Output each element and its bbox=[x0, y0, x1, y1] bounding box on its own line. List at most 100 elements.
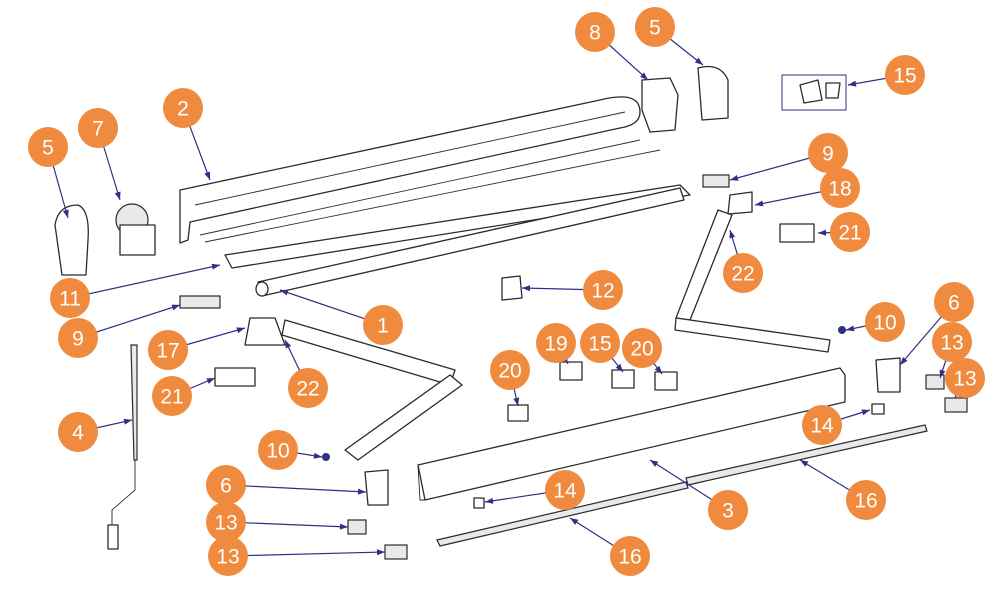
callout-number: 15 bbox=[893, 65, 916, 88]
part-20-right bbox=[654, 371, 678, 391]
part-arm-left-lower bbox=[344, 374, 463, 461]
callout-number: 6 bbox=[948, 292, 960, 315]
leader-line bbox=[227, 551, 386, 557]
arrowhead-icon bbox=[615, 363, 623, 372]
part-6-right bbox=[875, 357, 901, 393]
part-21-right bbox=[779, 223, 815, 243]
part-12 bbox=[501, 275, 523, 301]
callout-number: 13 bbox=[953, 368, 976, 391]
part-arm-right-lower bbox=[674, 317, 831, 353]
callout-4: 4 bbox=[58, 412, 133, 452]
callout-number: 16 bbox=[618, 546, 641, 569]
part-end-cap-left bbox=[54, 204, 89, 276]
arrowhead-icon bbox=[848, 80, 857, 87]
callout-badge bbox=[723, 253, 763, 293]
callout-badge bbox=[708, 490, 748, 530]
callout-13: 13 bbox=[945, 358, 985, 399]
callout-number: 1 bbox=[377, 315, 389, 338]
part-18 bbox=[727, 191, 753, 215]
callout-badge bbox=[580, 323, 620, 363]
part-15-pieces bbox=[799, 79, 841, 104]
callout-number: 8 bbox=[589, 22, 601, 45]
callout-number: 12 bbox=[591, 280, 614, 303]
callout-22: 22 bbox=[284, 339, 328, 408]
callout-18: 18 bbox=[754, 168, 860, 208]
part-17 bbox=[244, 317, 286, 346]
callout-badge bbox=[575, 12, 615, 52]
callout-9: 9 bbox=[58, 304, 181, 358]
part-13-d bbox=[944, 397, 968, 413]
callout-5: 5 bbox=[28, 127, 69, 219]
callout-number: 2 bbox=[177, 98, 189, 121]
callout-number: 9 bbox=[822, 143, 834, 166]
callout-badge bbox=[490, 350, 530, 390]
arrowhead-icon bbox=[939, 369, 946, 378]
arrowhead-icon bbox=[171, 304, 180, 311]
part-arm-right-upper bbox=[675, 209, 733, 321]
callout-badge bbox=[865, 302, 905, 342]
callout-badge bbox=[58, 412, 98, 452]
part-10-left bbox=[322, 453, 330, 461]
callout-7: 7 bbox=[78, 108, 121, 201]
callout-badge bbox=[363, 305, 403, 345]
callout-16: 16 bbox=[799, 459, 886, 520]
callout-20: 20 bbox=[622, 328, 663, 375]
callout-1: 1 bbox=[279, 289, 403, 345]
callout-number: 20 bbox=[630, 338, 653, 361]
callout-badge bbox=[583, 270, 623, 310]
callout-number: 6 bbox=[220, 475, 232, 498]
part-end-cap-right bbox=[697, 65, 729, 121]
callout-2: 2 bbox=[163, 88, 211, 181]
callout-9: 9 bbox=[729, 133, 848, 181]
callout-badge bbox=[148, 330, 188, 370]
callout-number: 10 bbox=[873, 312, 896, 335]
callout-number: 10 bbox=[266, 440, 289, 463]
callout-8: 8 bbox=[575, 12, 649, 81]
arrowhead-icon bbox=[570, 518, 579, 525]
callout-badge bbox=[152, 376, 192, 416]
callout-number: 5 bbox=[42, 137, 54, 160]
callout-badge bbox=[50, 278, 90, 318]
arrowhead-icon bbox=[376, 549, 385, 556]
callout-3: 3 bbox=[649, 459, 748, 530]
arrowhead-icon bbox=[755, 200, 764, 207]
arrowhead-icon bbox=[818, 229, 827, 236]
leader-line bbox=[225, 484, 367, 493]
callout-badge bbox=[934, 282, 974, 322]
part-21-left bbox=[214, 367, 256, 387]
leader-line bbox=[225, 521, 349, 528]
part-front-bar bbox=[417, 367, 846, 501]
arrowhead-icon bbox=[640, 72, 648, 80]
part-14-left bbox=[473, 497, 485, 509]
callout-number: 17 bbox=[156, 340, 179, 363]
callout-number: 15 bbox=[588, 333, 611, 356]
callout-10: 10 bbox=[258, 430, 323, 470]
part-19 bbox=[559, 361, 583, 381]
arrowhead-icon bbox=[339, 523, 348, 530]
callout-badge bbox=[58, 318, 98, 358]
callout-20: 20 bbox=[490, 350, 530, 407]
callout-number: 11 bbox=[59, 288, 81, 311]
arrowhead-icon bbox=[236, 327, 245, 334]
callout-badge bbox=[545, 470, 585, 510]
arrowhead-icon bbox=[114, 191, 121, 200]
callout-number: 19 bbox=[544, 333, 567, 356]
callout-badge bbox=[78, 108, 118, 148]
arrowhead-icon bbox=[650, 460, 659, 467]
callout-number: 18 bbox=[828, 178, 851, 201]
arrowhead-icon bbox=[861, 409, 870, 416]
callout-number: 3 bbox=[722, 500, 734, 523]
callout-badge bbox=[802, 405, 842, 445]
callout-number: 13 bbox=[214, 512, 237, 535]
leader-line bbox=[69, 264, 221, 299]
callout-badge bbox=[163, 88, 203, 128]
arrowhead-icon bbox=[62, 209, 69, 218]
callout-badge bbox=[206, 465, 246, 505]
part-13-c bbox=[925, 374, 945, 390]
part-20-left bbox=[507, 404, 529, 422]
callout-badge bbox=[28, 127, 68, 167]
callout-number: 21 bbox=[838, 222, 861, 245]
callout-21: 21 bbox=[152, 376, 216, 416]
